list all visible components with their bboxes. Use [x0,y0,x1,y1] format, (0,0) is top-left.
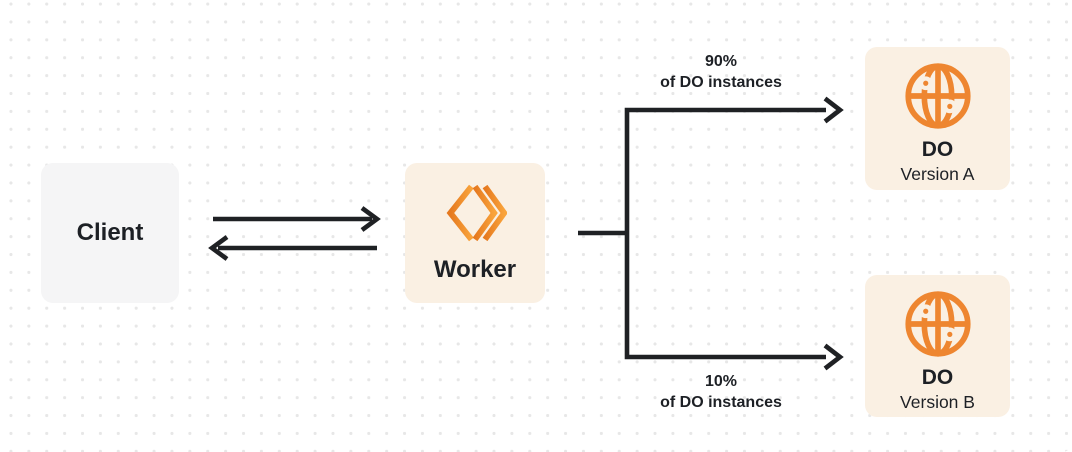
worker-branch-lines [578,96,844,371]
do-b-title: DO [921,366,954,389]
worker-label: Worker [433,256,517,283]
client-node: Client [41,163,179,303]
top-branch-percent: 90% [704,53,738,70]
bottom-branch-caption: of DO instances [660,394,782,411]
top-branch-arrowhead [823,96,844,124]
bottom-branch-arrowhead [823,343,844,371]
cloudflare-workers-icon [446,184,507,242]
client-to-worker-arrow [213,206,381,232]
bottom-branch-percent: 10% [704,373,738,390]
client-label: Client [76,219,144,246]
worker-to-client-arrow [208,235,377,261]
do-a-subtitle: Version A [900,164,975,184]
durable-object-globe-icon [904,63,971,129]
do-version-a-node: DO Version A [865,47,1010,190]
top-branch-caption: of DO instances [660,74,782,91]
worker-node: Worker [405,163,545,303]
do-version-b-node: DO Version B [865,275,1010,417]
durable-object-globe-icon [904,291,971,357]
top-branch-label: 90% of DO instances [610,51,832,93]
do-b-subtitle: Version B [900,392,975,412]
bottom-branch-label: 10% of DO instances [610,371,832,413]
do-a-title: DO [921,138,954,161]
